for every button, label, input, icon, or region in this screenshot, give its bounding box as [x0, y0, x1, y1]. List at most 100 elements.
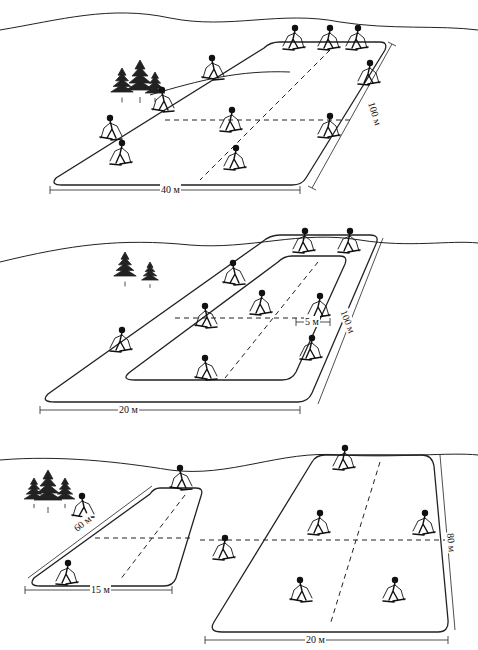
skier-arms-poles: [110, 148, 131, 163]
skis: [152, 109, 174, 112]
skier-arms-poles: [300, 343, 321, 358]
ski-track-small: [32, 488, 202, 586]
fir-tree: [24, 478, 44, 499]
skier-body: [116, 145, 125, 163]
hills: [0, 13, 478, 472]
skier-arms-poles: [56, 568, 77, 583]
skiers: [56, 26, 435, 603]
skier-body: [256, 295, 265, 313]
skis: [290, 599, 312, 602]
fir-tree: [145, 72, 165, 93]
skier: [220, 108, 242, 133]
skis: [100, 137, 122, 140]
skier-body: [107, 120, 116, 138]
skier: [308, 511, 330, 536]
ski-track-inner: [126, 256, 346, 380]
skier-body: [209, 60, 218, 78]
skier-body: [314, 298, 323, 316]
fir-tree: [114, 252, 136, 276]
skier-body: [339, 450, 348, 468]
skis: [110, 162, 132, 165]
tree-trunk: [125, 282, 126, 287]
skier-arms-poles: [283, 33, 304, 48]
skier: [100, 116, 122, 141]
skis: [202, 77, 224, 80]
skier: [358, 61, 380, 86]
skier-arms-poles: [101, 123, 122, 138]
dashed-line: [330, 462, 380, 625]
skier-arms-poles: [318, 121, 339, 136]
skier: [346, 26, 368, 51]
skier-body: [364, 65, 373, 83]
skier-arms-poles: [413, 518, 434, 533]
skier-body: [226, 112, 235, 130]
skier-body: [324, 30, 333, 48]
skis: [293, 250, 315, 253]
dimension-line: [308, 42, 396, 190]
skier: [195, 304, 217, 329]
skier: [333, 446, 355, 471]
skier-arms-poles: [196, 363, 217, 378]
skis: [220, 129, 242, 132]
fir-tree: [142, 262, 159, 280]
skier: [300, 336, 322, 361]
skier: [293, 229, 315, 254]
skis: [413, 532, 435, 535]
skier-body: [289, 30, 298, 48]
skis: [250, 312, 272, 315]
skier-body: [202, 360, 211, 378]
skier: [224, 146, 246, 171]
dashed-lines: [95, 50, 445, 625]
skier: [318, 114, 340, 139]
skier-arms-poles: [308, 518, 329, 533]
skis: [283, 47, 305, 50]
skier: [290, 578, 312, 603]
skier-body: [202, 308, 211, 326]
skier-arms-poles: [333, 453, 354, 468]
trees: [24, 60, 165, 513]
skis: [346, 47, 368, 50]
skis: [195, 377, 217, 380]
skis: [383, 599, 405, 602]
skier-body: [177, 470, 186, 488]
skier-arms-poles: [338, 236, 359, 251]
skis: [318, 135, 340, 138]
tree-trunk: [34, 504, 35, 508]
skier: [213, 536, 235, 561]
tree-trunk: [48, 507, 49, 513]
skis: [56, 582, 78, 585]
skis: [195, 325, 217, 328]
skier-arms-poles: [224, 268, 245, 283]
tree-trunk: [65, 504, 66, 508]
skier-body: [219, 540, 228, 558]
dashed-line: [175, 318, 320, 319]
dimension-line: [205, 636, 448, 644]
skier: [56, 561, 78, 586]
fir-tree: [55, 478, 75, 499]
skier-body: [230, 150, 239, 168]
skier-body: [314, 515, 323, 533]
skis: [110, 349, 132, 352]
ski-track-outer: [45, 235, 377, 402]
tree-trunk: [140, 97, 141, 103]
skier-body: [116, 332, 125, 350]
skier: [318, 26, 340, 51]
dimension-label: 80 м: [445, 532, 458, 554]
tree-trunk: [122, 98, 123, 103]
dimension-label: 20 м: [118, 404, 139, 415]
skis: [300, 357, 322, 360]
skier-body: [389, 582, 398, 600]
skier-arms-poles: [196, 311, 217, 326]
skier-arms-poles: [224, 153, 245, 168]
skier: [413, 511, 435, 536]
skier-arms-poles: [291, 585, 312, 600]
dimension-label: 40 м: [160, 184, 181, 195]
skier: [338, 229, 360, 254]
skier: [250, 291, 272, 316]
tree-trunk: [150, 284, 151, 288]
skier: [223, 261, 245, 286]
skier-arms-poles: [203, 63, 224, 78]
skis: [338, 250, 360, 253]
dashed-line: [200, 50, 330, 180]
